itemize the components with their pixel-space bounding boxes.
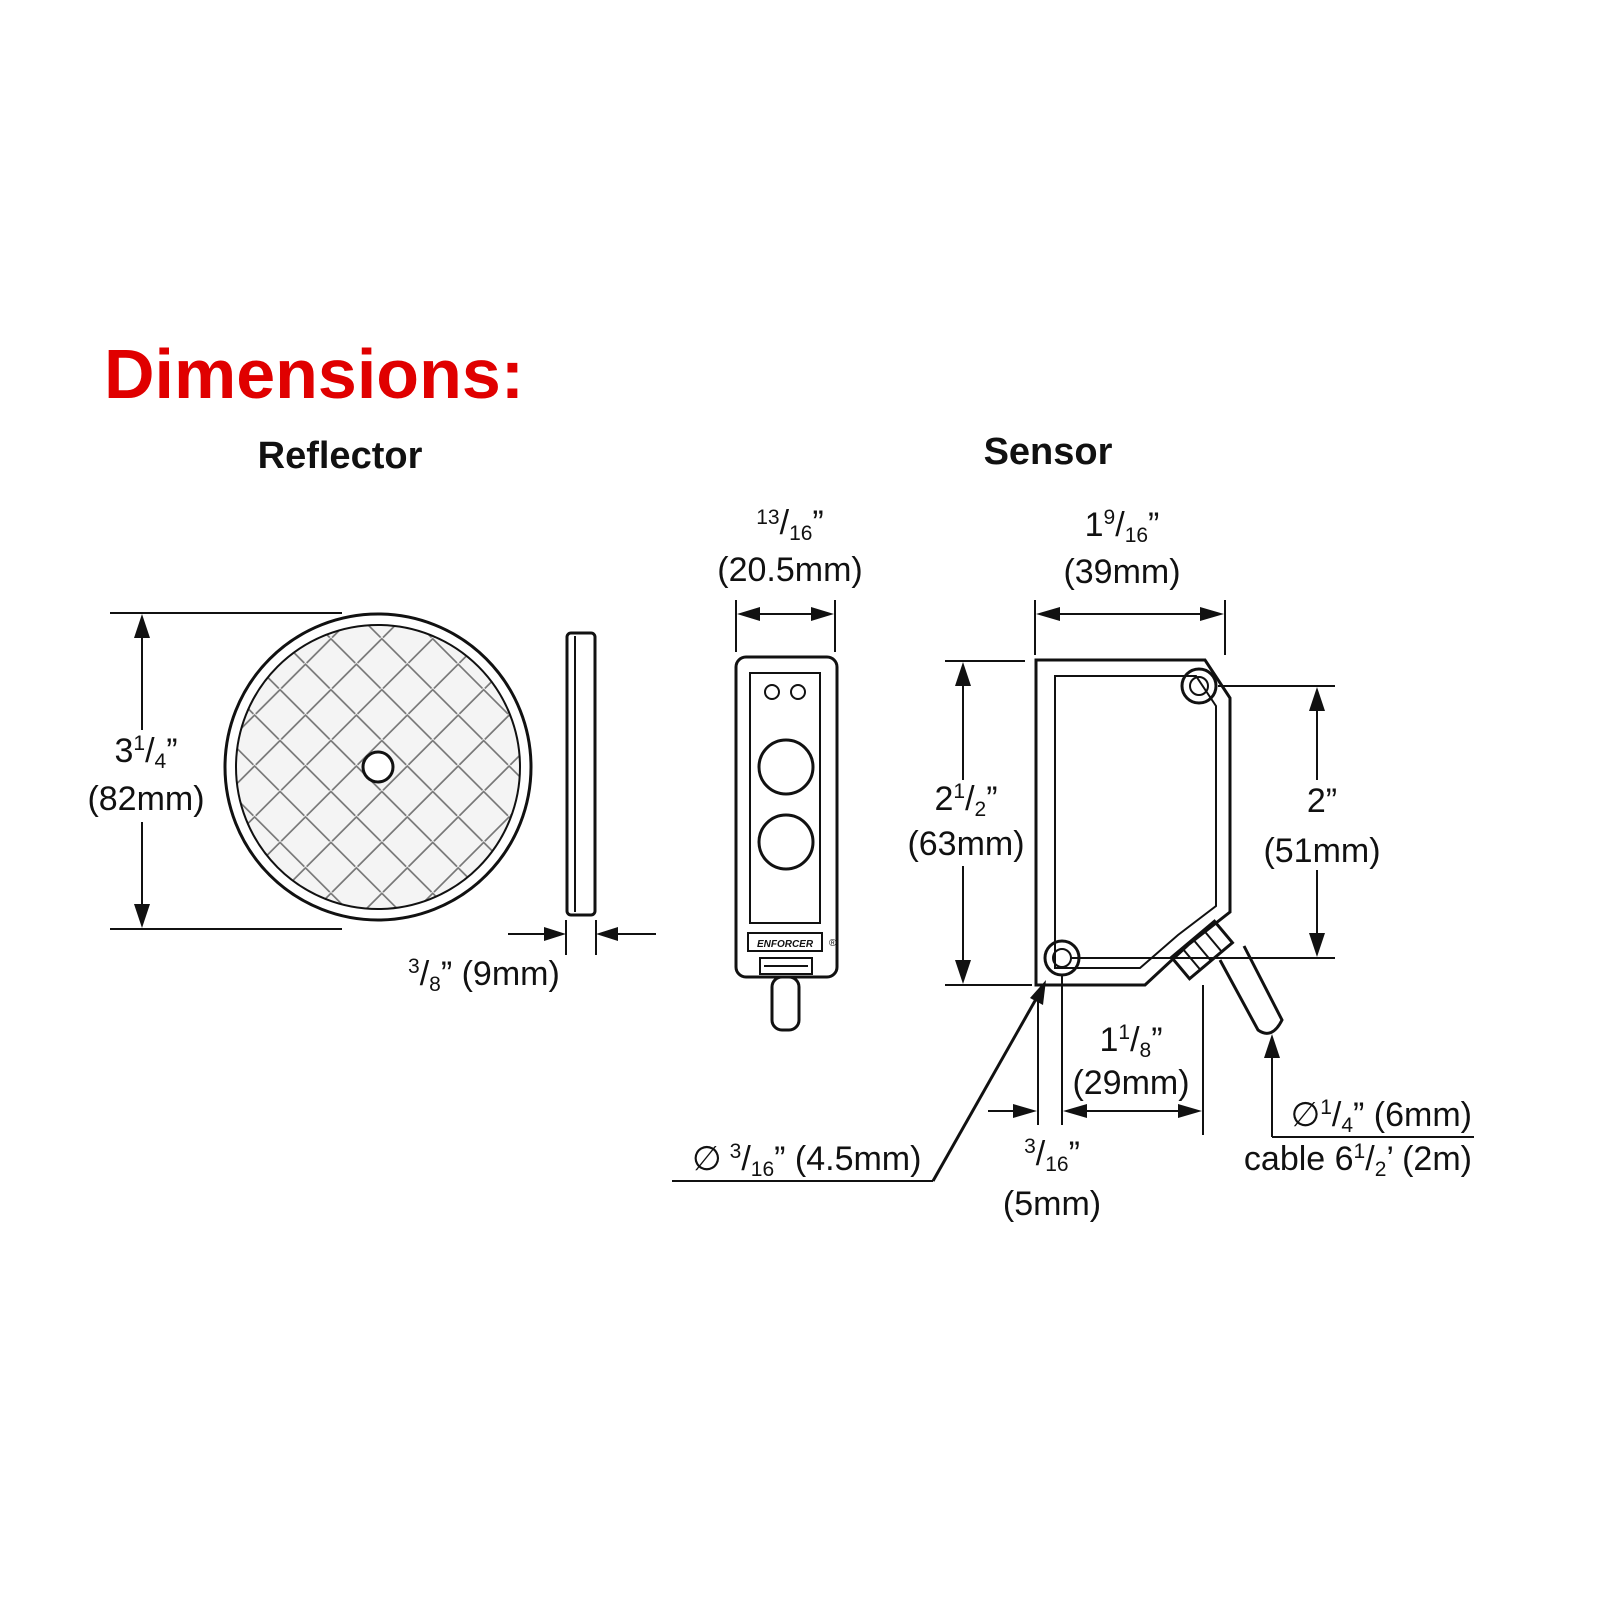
sensor-height-label: 21/2”: [934, 780, 997, 821]
brand-label-plate: [747, 932, 823, 952]
sensor-side-body: [1034, 658, 1232, 987]
sensor-heading: Sensor: [984, 431, 1113, 473]
sensor-side-view: [1034, 658, 1284, 1035]
cable-diameter-label: ∅1/4” (6mm): [1291, 1096, 1472, 1137]
hole-edge-metric: (5mm): [1003, 1185, 1101, 1223]
side-width-dimension: [1034, 600, 1226, 655]
hole-spacing-label: 2”: [1307, 782, 1337, 820]
reflector-mounting-hole: [361, 750, 395, 784]
hole-spacing-metric: (51mm): [1263, 832, 1380, 870]
front-cable: [770, 975, 801, 1032]
sensor-side-inner: [1054, 675, 1217, 969]
registered-mark: ®: [829, 938, 837, 949]
reflector-outer-rim: [223, 612, 533, 922]
sensor-front-view: ENFORCER ®: [734, 655, 839, 1032]
reflector-height-label: 31/4”: [114, 732, 177, 773]
reflector-height-metric: (82mm): [87, 780, 204, 818]
brand-label: ENFORCER: [757, 939, 814, 950]
side-width-metric: (39mm): [1063, 553, 1180, 591]
indicator-led-right: [790, 684, 806, 700]
front-width-metric: (20.5mm): [717, 551, 862, 589]
sensor-front-body: [734, 655, 839, 979]
base-offset-label: 11/8”: [1099, 1021, 1162, 1062]
reflector-side-view: [565, 631, 597, 917]
indicator-led-left: [764, 684, 780, 700]
sensor-lens-panel: [749, 672, 821, 924]
reflector-thickness-label: 3/8” (9mm): [408, 955, 560, 996]
front-width-label: 13/16”: [756, 504, 824, 545]
page-title: Dimensions:: [104, 335, 524, 413]
emitter-lens: [757, 738, 815, 796]
base-offset-dimension: [1061, 976, 1204, 1135]
base-offset-metric: (29mm): [1072, 1064, 1189, 1102]
side-width-label: 19/16”: [1085, 506, 1160, 547]
hole-edge-dimension: [988, 990, 1039, 1125]
front-width-dimension: [735, 600, 836, 652]
cable-gland: [759, 957, 813, 975]
side-cable: [1218, 945, 1284, 1035]
reflector-front-view: [223, 612, 533, 922]
sensor-height-dimension: [945, 660, 1032, 986]
cable-length-label: cable 61/2’ (2m): [1244, 1140, 1472, 1181]
receiver-lens: [757, 813, 815, 871]
hole-edge-label: 3/16”: [1024, 1135, 1080, 1176]
reflector-heading: Reflector: [258, 435, 423, 477]
side-cable-gland: [1169, 919, 1235, 981]
reflector-height-dimension: [110, 612, 342, 930]
hole-diameter-leader: [672, 980, 1046, 1182]
top-mounting-nut: [1180, 667, 1218, 705]
reflector-thickness-dimension: [508, 920, 656, 955]
cable-leader: [1264, 1034, 1474, 1138]
hole-spacing-dimension: [1070, 685, 1335, 959]
hole-diameter-label: ∅3/16” (4.5mm): [692, 1140, 921, 1181]
sensor-height-metric: (63mm): [907, 825, 1024, 863]
